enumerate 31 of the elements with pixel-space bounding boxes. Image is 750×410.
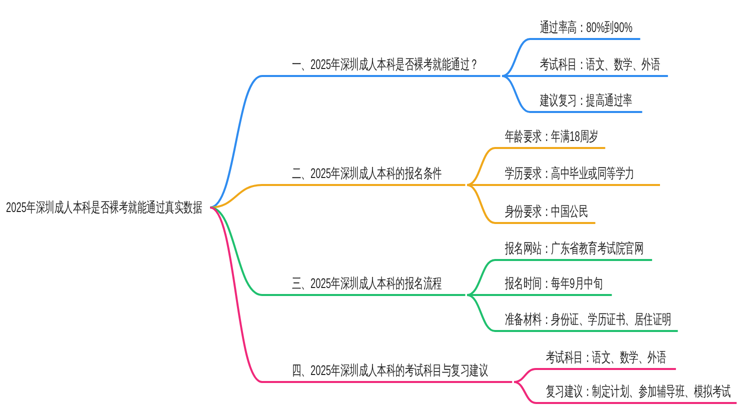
branch-connector: [466, 294, 496, 332]
branch-connector: [210, 206, 262, 296]
leaf-topic: 复习建议：制定计划、参加辅导班、模拟考试: [536, 382, 737, 404]
branch-connector: [466, 259, 496, 296]
leaf-topic: 通过率高：80%到90%: [530, 18, 640, 40]
branch-connector: [514, 368, 536, 383]
branch-connector: [467, 184, 495, 186]
branch-connector: [502, 75, 530, 77]
root-topic: 2025年深圳成人本科是否裸考就能通过真实数据: [6, 198, 208, 217]
branch-topic: 一、2025年深圳成人本科是否裸考就能通过？: [262, 55, 500, 77]
leaf-topic: 学历要求：高中毕业或同等学力: [495, 164, 660, 186]
branch-topic: 四、2025年深圳成人本科的考试科目与复习建议: [262, 361, 512, 383]
branch-connector: [502, 75, 530, 113]
leaf-topic: 考试科目：语文、数学、外语: [536, 348, 676, 370]
branch-topic: 二、2025年深圳成人本科的报名条件: [262, 164, 465, 186]
branch-connector: [502, 38, 530, 77]
branch-topic: 三、2025年深圳成人本科的报名流程: [262, 274, 465, 296]
leaf-topic: 考试科目：语文、数学、外语: [530, 55, 668, 77]
branch-connector: [210, 184, 262, 208]
leaf-topic: 建议复习：提高通过率: [530, 91, 642, 113]
branch-connector: [466, 147, 496, 186]
branch-connector: [210, 206, 262, 383]
leaf-topic: 报名网站：广东省教育考试院官网: [495, 239, 652, 261]
branch-connector: [210, 75, 262, 208]
leaf-topic: 报名时间：每年9月中旬: [495, 274, 612, 296]
leaf-topic: 准备材料：身份证、学历证书、居住证明: [495, 310, 678, 332]
leaf-topic: 年龄要求：年满18周岁: [495, 127, 605, 149]
branch-connector: [466, 184, 496, 224]
branch-connector: [467, 294, 495, 296]
leaf-topic: 身份要求：中国公民: [495, 202, 595, 224]
branch-connector: [514, 381, 536, 404]
